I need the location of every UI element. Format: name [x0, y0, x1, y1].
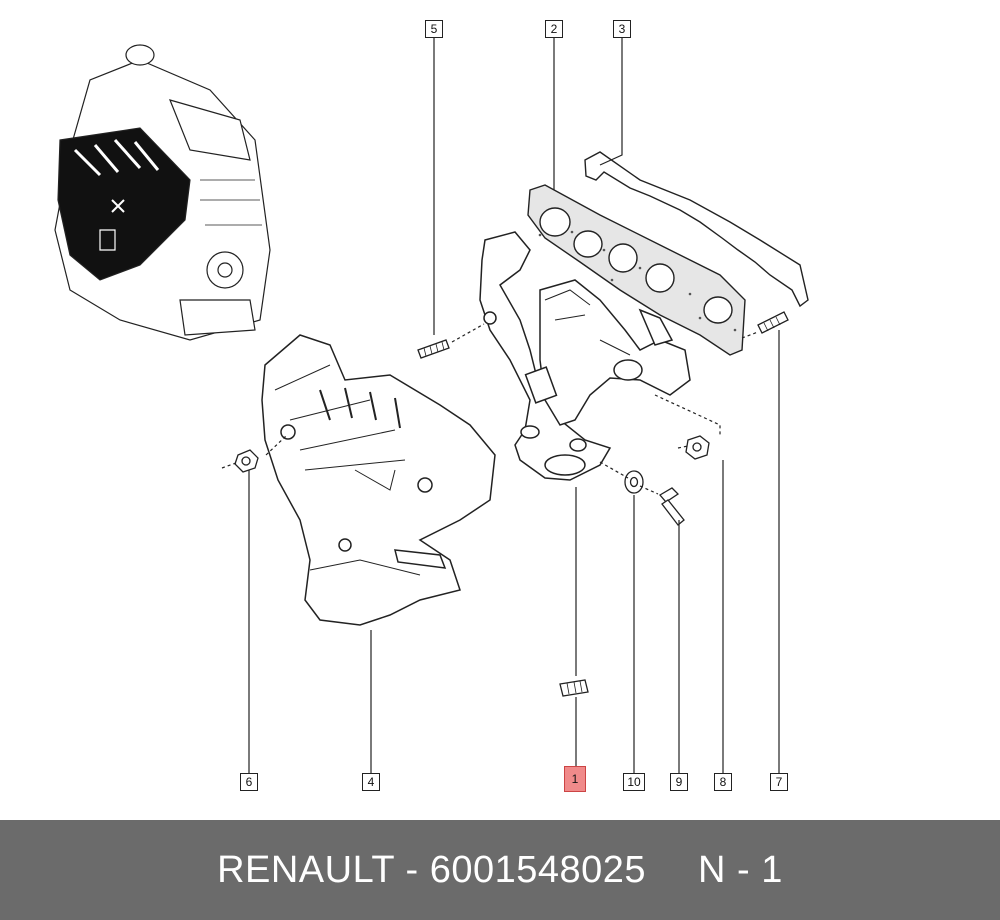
fasteners	[234, 311, 789, 697]
callout-9[interactable]: 9	[670, 773, 688, 791]
leader-lines	[221, 36, 780, 773]
callout-2[interactable]: 2	[545, 20, 563, 38]
callout-1-highlighted[interactable]: 1	[564, 766, 586, 792]
callout-10[interactable]: 10	[623, 773, 645, 791]
heat-shield	[261, 334, 496, 626]
parts-diagram: 5 2 3 6 4 1 10 9 8 7	[54, 20, 809, 792]
callout-5[interactable]: 5	[425, 20, 443, 38]
diagram-reference-label: N - 1	[698, 848, 783, 891]
callout-3[interactable]: 3	[613, 20, 631, 38]
part-number-label: RENAULT - 6001548025	[217, 848, 647, 891]
engine-thumbnail	[54, 44, 271, 341]
callout-7[interactable]: 7	[770, 773, 788, 791]
diagram-drawing	[54, 36, 809, 773]
gasket-perforated	[527, 184, 746, 356]
part-info-footer: RENAULT - 6001548025 N - 1	[0, 820, 1000, 920]
gasket-strip	[584, 151, 809, 308]
callout-8[interactable]: 8	[714, 773, 732, 791]
exhaust-manifold	[479, 231, 691, 481]
callout-6[interactable]: 6	[240, 773, 258, 791]
callout-4[interactable]: 4	[362, 773, 380, 791]
